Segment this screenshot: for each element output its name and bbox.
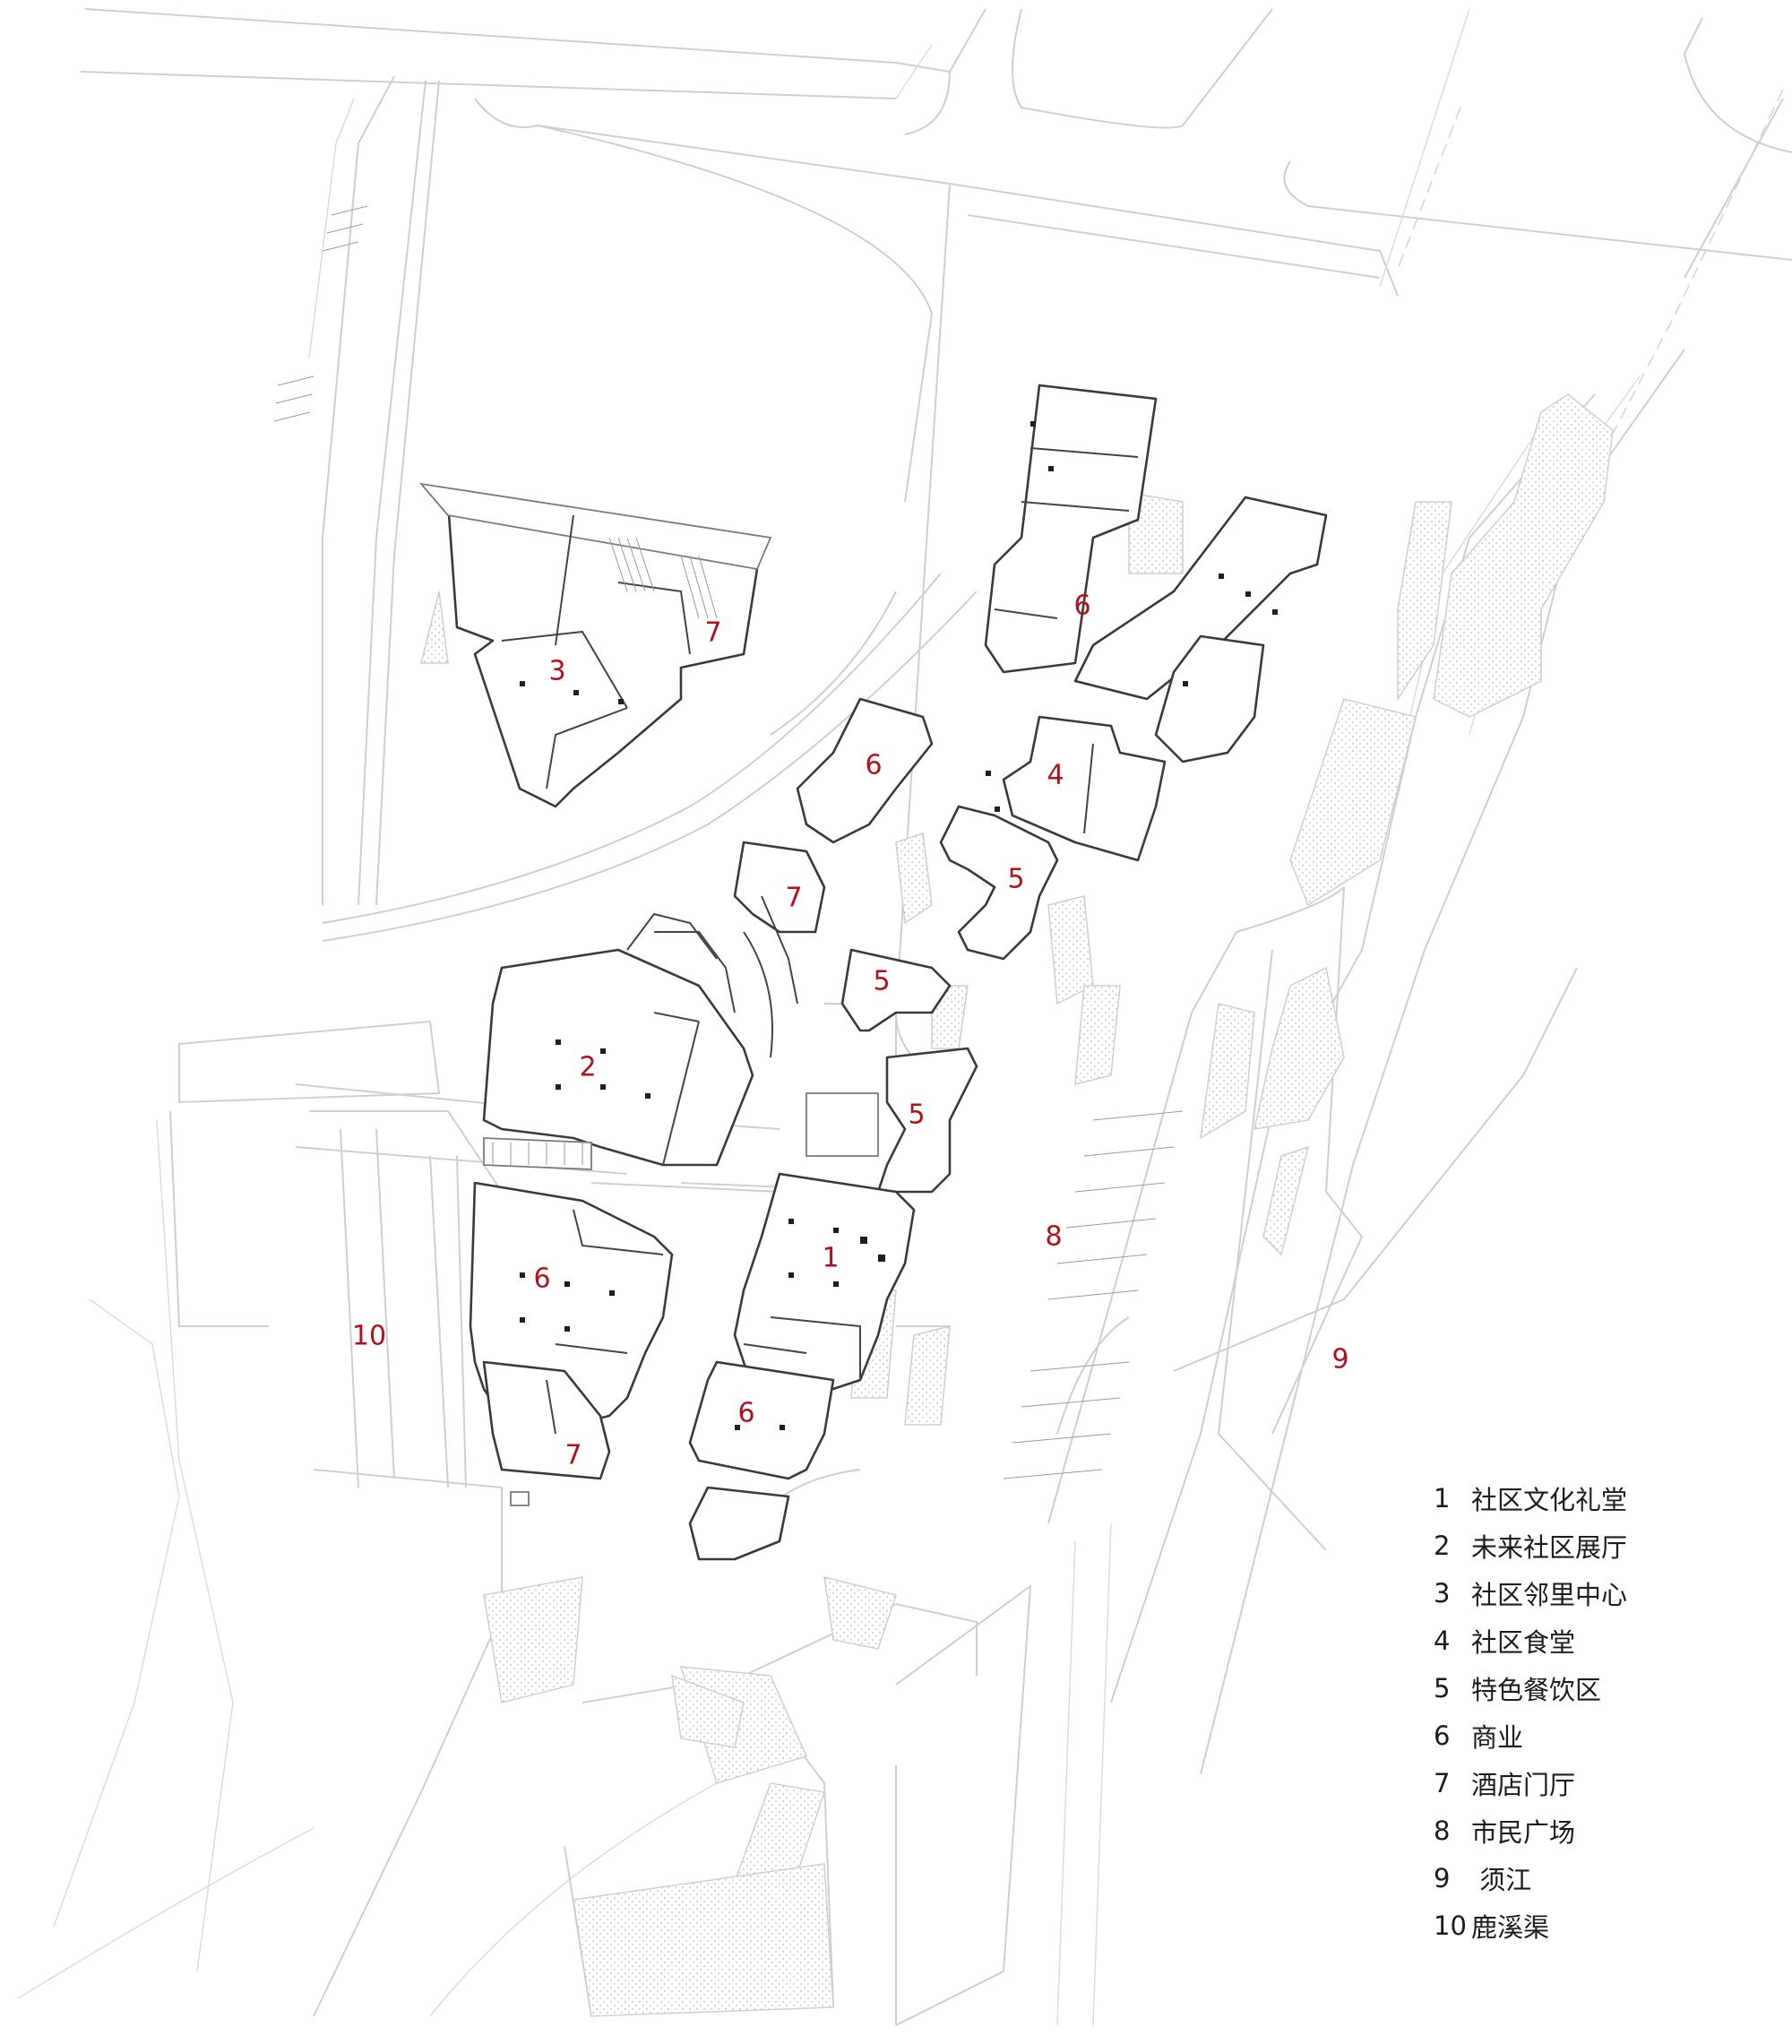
zone-label-5c: 5 <box>908 1100 925 1131</box>
building-footprints <box>273 205 1328 1561</box>
legend-item-8: 8 市民广场 <box>1434 1807 1627 1854</box>
zone-label-6b: 6 <box>865 750 882 781</box>
zone-label-6c: 6 <box>533 1263 550 1295</box>
legend-number: 1 <box>1434 1482 1451 1514</box>
legend-item-9: 9 须江 <box>1434 1854 1627 1902</box>
legend-number: 5 <box>1434 1672 1451 1703</box>
zone-label-2: 2 <box>579 1052 596 1083</box>
zone-label-5b: 5 <box>873 966 890 997</box>
map-legend: 1 社区文化礼堂 2 未来社区展厅 3 社区邻里中心 4 社区食堂 5 特色餐饮… <box>1434 1474 1627 1949</box>
legend-item-6: 6 商业 <box>1434 1712 1627 1759</box>
zone-label-10: 10 <box>352 1321 386 1352</box>
legend-number: 10 <box>1434 1910 1467 1941</box>
legend-item-3: 3 社区邻里中心 <box>1434 1569 1627 1617</box>
legend-text: 酒店门厅 <box>1471 1769 1576 1800</box>
landscape-hatching <box>420 393 1614 2017</box>
legend-number: 6 <box>1434 1720 1451 1751</box>
legend-text: 特色餐饮区 <box>1471 1674 1602 1705</box>
zone-label-6d: 6 <box>737 1398 754 1429</box>
road-network <box>17 8 1792 2026</box>
legend-text: 商业 <box>1471 1721 1524 1753</box>
zone-label-8: 8 <box>1045 1221 1062 1253</box>
zone-label-6a: 6 <box>1073 591 1090 622</box>
legend-number: 8 <box>1434 1815 1451 1846</box>
legend-text: 须江 <box>1471 1864 1532 1895</box>
zone-label-4: 4 <box>1047 760 1064 791</box>
zone-label-7a: 7 <box>704 617 721 649</box>
zone-labels: 1 2 3 4 5 5 5 6 6 6 6 7 7 7 8 9 10 <box>352 591 1349 1471</box>
zone-label-5a: 5 <box>1007 864 1024 895</box>
zone-label-3: 3 <box>548 656 565 687</box>
zone-label-9: 9 <box>1331 1344 1348 1376</box>
legend-item-1: 1 社区文化礼堂 <box>1434 1474 1627 1522</box>
legend-item-2: 2 未来社区展厅 <box>1434 1522 1627 1569</box>
legend-text: 鹿溪渠 <box>1471 1911 1550 1943</box>
legend-number: 9 <box>1434 1862 1451 1893</box>
legend-text: 社区文化礼堂 <box>1471 1484 1628 1515</box>
zone-label-1: 1 <box>822 1243 839 1274</box>
legend-number: 7 <box>1434 1767 1451 1798</box>
legend-text: 未来社区展厅 <box>1471 1531 1628 1563</box>
structural-columns <box>520 421 1278 1430</box>
legend-text: 社区食堂 <box>1471 1626 1576 1658</box>
legend-number: 2 <box>1434 1530 1451 1561</box>
legend-item-4: 4 社区食堂 <box>1434 1617 1627 1664</box>
legend-item-5: 5 特色餐饮区 <box>1434 1664 1627 1712</box>
zone-label-7c: 7 <box>564 1440 582 1471</box>
zone-label-7b: 7 <box>785 883 802 914</box>
legend-text: 市民广场 <box>1471 1816 1576 1848</box>
legend-item-7: 7 酒店门厅 <box>1434 1759 1627 1807</box>
legend-item-10: 10 鹿溪渠 <box>1434 1902 1627 1949</box>
legend-number: 4 <box>1434 1625 1451 1656</box>
legend-number: 3 <box>1434 1577 1451 1608</box>
legend-text: 社区邻里中心 <box>1471 1579 1628 1610</box>
